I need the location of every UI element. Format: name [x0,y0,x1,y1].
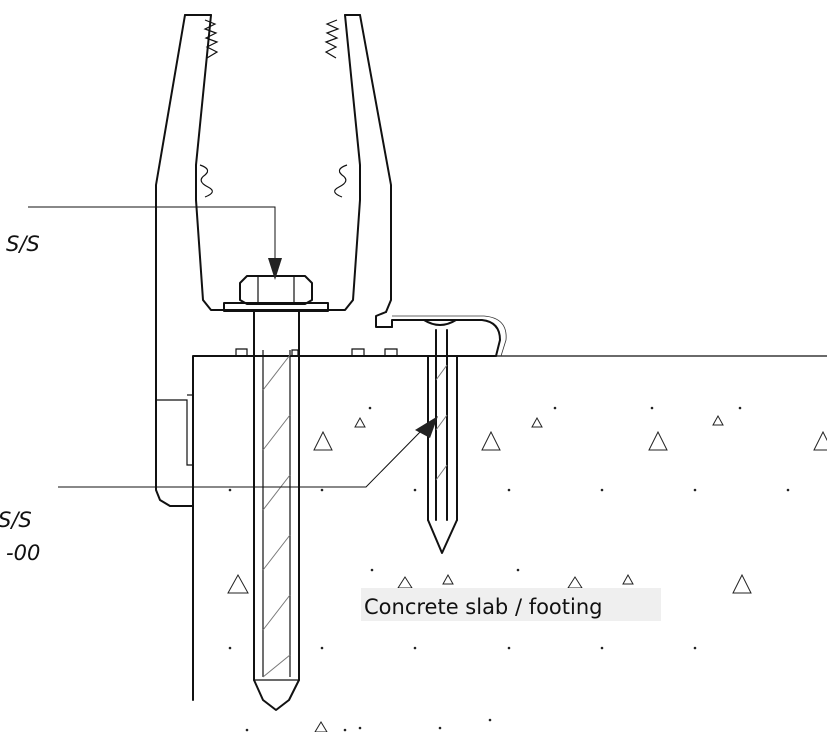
main-label: Concrete slab / footing [364,595,603,619]
label-fragment-3: -00 [6,541,40,565]
main-label-bg [361,588,661,621]
arrowhead-2 [415,416,438,438]
arrowhead-1 [268,258,282,280]
pin-anchor [423,319,458,554]
anchor-bolt [223,275,329,711]
drip-edge-flashing [391,315,507,357]
leader-lines [28,206,438,488]
label-fragment-2: S/S [0,508,32,532]
label-fragment-1: S/S [6,232,40,256]
text-labels: S/S S/S -00 Concrete slab / footing [0,232,661,621]
concrete-aggregate [227,406,827,732]
concrete-slab [192,348,827,701]
